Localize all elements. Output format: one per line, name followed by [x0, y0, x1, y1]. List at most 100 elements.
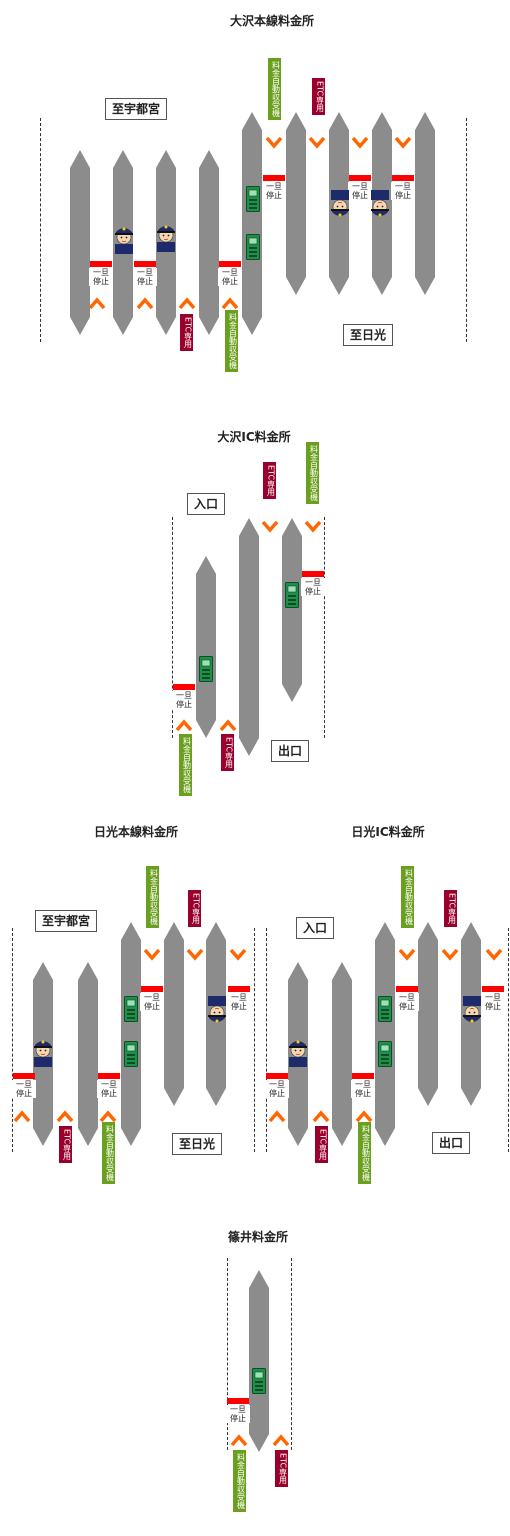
chevron-icon	[143, 949, 161, 961]
etc-only-tag: ETC専用	[58, 1126, 72, 1164]
chevron-icon	[88, 297, 106, 309]
toll-machine-icon	[246, 234, 260, 260]
lane-island	[121, 922, 141, 1146]
stop-label-line: 一旦	[485, 993, 501, 1002]
stop-label-line: 一旦	[16, 1080, 32, 1089]
toll-machine-icon	[378, 996, 392, 1022]
toll-machine-icon	[378, 1041, 392, 1067]
etc-only-tag: ETC専用	[311, 78, 325, 116]
direction-label: 入口	[187, 493, 226, 515]
stop-label-line: 一旦	[222, 268, 238, 277]
lane-boundary-line	[291, 1258, 292, 1450]
chevron-icon	[13, 1110, 31, 1122]
stop-label: 一旦停止	[395, 993, 419, 1011]
stop-label-line: 一旦	[137, 268, 153, 277]
etc-only-tag: ETC専用	[220, 734, 234, 772]
chevron-icon	[229, 949, 247, 961]
toll-machine-icon	[124, 996, 138, 1022]
stop-label: 一旦停止	[481, 993, 505, 1011]
chevron-icon	[398, 949, 416, 961]
stop-label-line: 一旦	[352, 182, 368, 191]
chevron-icon	[175, 719, 193, 731]
toll-attendant-icon	[157, 225, 175, 252]
stop-label-line: 停止	[355, 1089, 371, 1098]
auto-machine-tag: 料金自動収受機	[145, 866, 159, 928]
stop-label: 一旦停止	[351, 1080, 375, 1098]
toll-attendant-icon	[371, 190, 389, 217]
stop-line	[98, 1073, 120, 1079]
stop-line	[266, 1073, 288, 1079]
stop-label-line: 停止	[93, 277, 109, 286]
toll-machine-icon	[285, 582, 299, 608]
lane-island	[239, 518, 259, 756]
chevron-icon	[485, 949, 503, 961]
auto-machine-tag: 料金自動収受機	[101, 1122, 115, 1184]
chevron-icon	[221, 297, 239, 309]
stop-label-line: 一旦	[305, 578, 321, 587]
stop-label-line: 一旦	[395, 182, 411, 191]
lane-island	[332, 962, 352, 1146]
toll-attendant-icon	[289, 1040, 307, 1067]
lane-island	[196, 556, 216, 738]
chevron-icon	[394, 137, 412, 149]
stop-label: 一旦停止	[97, 1080, 121, 1098]
chevron-icon	[304, 521, 322, 533]
lane-boundary-line	[254, 928, 255, 1152]
chevron-icon	[351, 137, 369, 149]
auto-machine-tag: 料金自動収受機	[224, 310, 238, 372]
auto-machine-tag: 料金自動収受機	[232, 1450, 246, 1512]
etc-only-tag: ETC専用	[262, 462, 276, 500]
stop-line	[349, 175, 371, 181]
stop-label: 一旦停止	[265, 1080, 289, 1098]
chevron-icon	[308, 137, 326, 149]
direction-label: 出口	[432, 1132, 471, 1154]
stop-line	[134, 261, 156, 267]
stop-label: 一旦停止	[391, 182, 415, 200]
toll-attendant-icon	[34, 1040, 52, 1067]
section-title: 日光IC料金所	[351, 825, 425, 839]
stop-label: 一旦停止	[262, 182, 286, 200]
stop-label-line: 停止	[137, 277, 153, 286]
stop-line	[173, 684, 195, 690]
stop-label-line: 停止	[144, 1002, 160, 1011]
etc-only-tag: ETC専用	[314, 1126, 328, 1164]
stop-label-line: 一旦	[144, 993, 160, 1002]
direction-label: 至日光	[172, 1133, 223, 1155]
chevron-icon	[230, 1434, 248, 1446]
stop-label-line: 一旦	[231, 993, 247, 1002]
stop-line	[302, 571, 324, 577]
etc-only-tag: ETC専用	[274, 1450, 288, 1488]
stop-line	[141, 986, 163, 992]
stop-label-line: 停止	[399, 1002, 415, 1011]
stop-label: 一旦停止	[172, 691, 196, 709]
stop-label-line: 停止	[222, 277, 238, 286]
toll-attendant-icon	[463, 996, 481, 1023]
stop-label-line: 停止	[485, 1002, 501, 1011]
lane-island	[375, 922, 395, 1146]
stop-label-line: 一旦	[101, 1080, 117, 1089]
stop-line	[396, 986, 418, 992]
stop-label-line: 停止	[16, 1089, 32, 1098]
stop-label-line: 一旦	[399, 993, 415, 1002]
auto-machine-tag: 料金自動収受機	[400, 866, 414, 928]
toll-machine-icon	[246, 186, 260, 212]
stop-label: 一旦停止	[218, 268, 242, 286]
stop-label-line: 停止	[395, 191, 411, 200]
section-title: 大沢IC料金所	[217, 430, 291, 444]
stop-line	[90, 261, 112, 267]
stop-line	[228, 986, 250, 992]
lane-island	[199, 150, 219, 335]
chevron-icon	[441, 949, 459, 961]
lane-island	[78, 962, 98, 1146]
toll-attendant-icon	[115, 227, 133, 254]
stop-label: 一旦停止	[133, 268, 157, 286]
chevron-icon	[99, 1110, 117, 1122]
chevron-icon	[355, 1110, 373, 1122]
chevron-icon	[178, 297, 196, 309]
lane-island	[70, 150, 90, 335]
lane-boundary-line	[266, 928, 267, 1152]
stop-label-line: 停止	[352, 191, 368, 200]
lane-island	[415, 112, 435, 295]
direction-label: 至宇都宮	[35, 910, 98, 932]
lane-island	[242, 112, 262, 335]
